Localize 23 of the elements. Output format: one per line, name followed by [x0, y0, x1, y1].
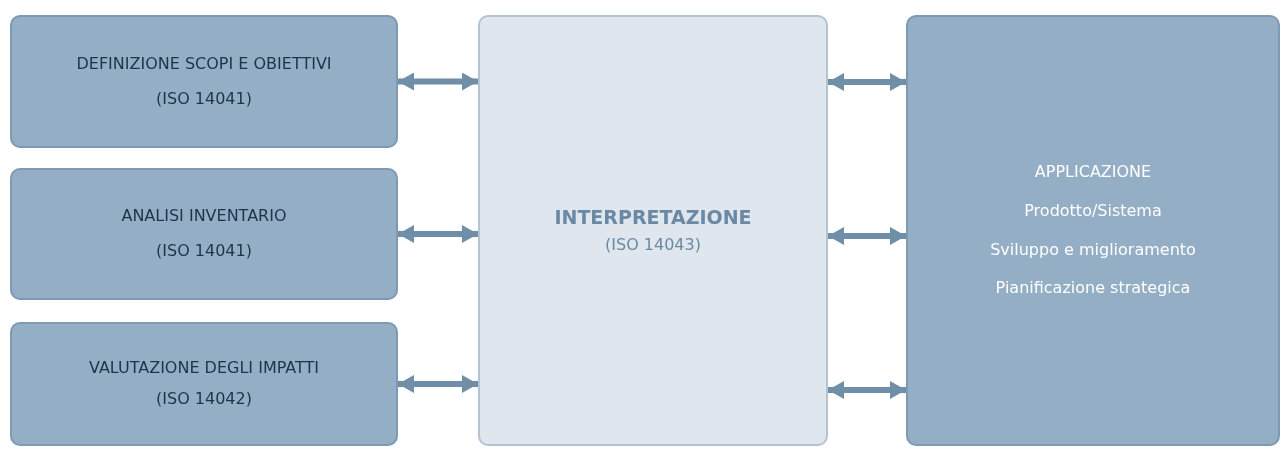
double-arrow — [828, 227, 906, 245]
box-title: INTERPRETAZIONE — [554, 204, 752, 230]
box-text: Prodotto/Sistema — [1024, 200, 1162, 222]
box-text: (ISO 14041) — [156, 241, 252, 262]
box-title: DEFINIZIONE SCOPI E OBIETTIVI — [76, 53, 332, 75]
process-box — [10, 15, 398, 148]
box-text: (ISO 14041) — [156, 88, 252, 110]
double-arrow — [398, 72, 478, 91]
double-arrow — [828, 381, 906, 399]
process-box — [10, 168, 398, 300]
box-title: ANALISI INVENTARIO — [121, 206, 287, 227]
box-text: Sviluppo e miglioramento — [990, 239, 1196, 261]
process-box — [906, 15, 1280, 446]
double-arrow — [398, 225, 478, 243]
box-text: (ISO 14042) — [156, 389, 252, 410]
double-arrow — [828, 73, 906, 91]
double-arrow — [398, 375, 478, 393]
box-text: Pianificazione strategica — [995, 278, 1191, 300]
box-title: VALUTAZIONE DEGLI IMPATTI — [89, 358, 319, 379]
box-text: (ISO 14043) — [605, 235, 701, 257]
box-title: APPLICAZIONE — [1034, 161, 1152, 183]
process-box — [478, 15, 828, 446]
process-box — [10, 322, 398, 446]
